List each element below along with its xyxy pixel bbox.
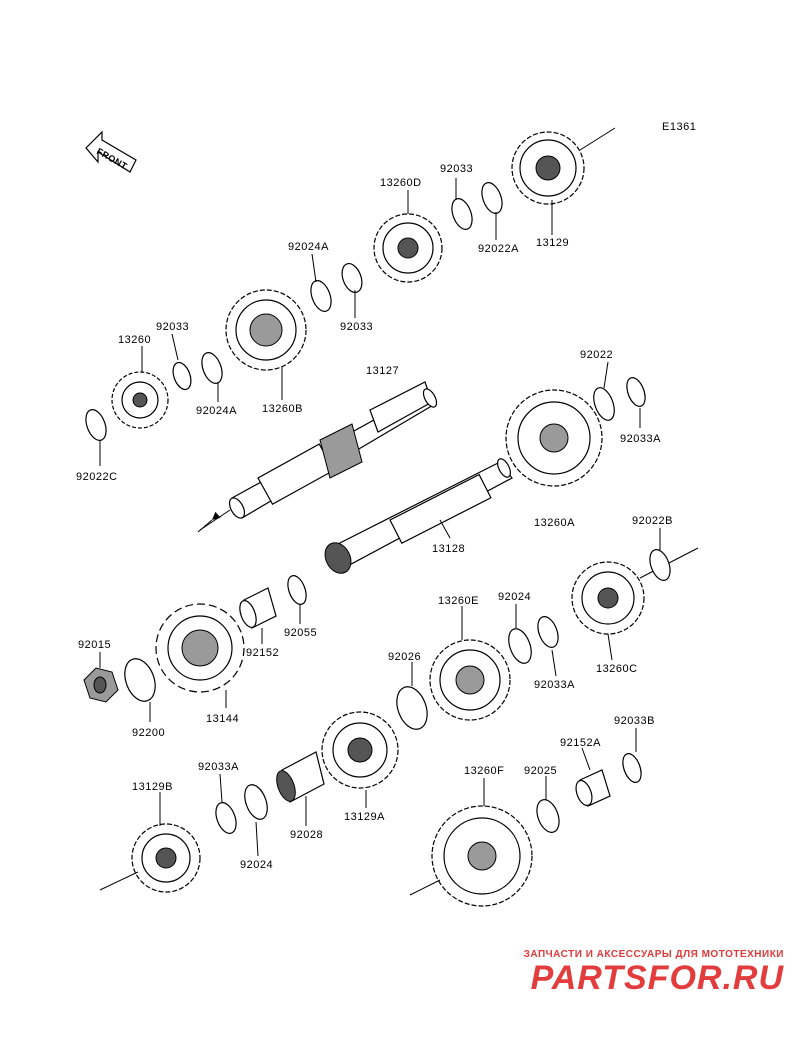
label-92033-mid: 92033 (340, 321, 373, 333)
label-13260A: 13260A (534, 517, 575, 529)
gear-13144-sprocket (155, 603, 245, 693)
label-92033-top: 92033 (440, 163, 473, 175)
label-13260E: 13260E (438, 595, 479, 607)
label-13129: 13129 (536, 237, 569, 249)
label-13127: 13127 (366, 365, 399, 377)
watermark-tagline: ЗАПЧАСТИ И АКСЕССУАРЫ ДЛЯ МОТОТЕХНИКИ (523, 949, 784, 960)
diagram-id-label: E1361 (662, 121, 696, 133)
label-92026: 92026 (388, 651, 421, 663)
label-92033-left: 92033 (156, 321, 189, 333)
label-92024: 92024 (498, 591, 531, 603)
gear-13129B (99, 823, 201, 893)
label-13260D: 13260D (380, 177, 422, 189)
shaft-13128 (324, 449, 546, 574)
label-92024A-bottom: 92024A (196, 405, 237, 417)
label-92152A: 92152A (560, 737, 601, 749)
bushings (83, 587, 611, 807)
gear-13260C (571, 547, 699, 635)
label-92033A-right: 92033A (620, 433, 661, 445)
label-92022: 92022 (580, 349, 613, 361)
label-92025: 92025 (524, 765, 557, 777)
label-13260C: 13260C (596, 663, 638, 675)
label-13260B: 13260B (262, 403, 303, 415)
label-92022C: 92022C (76, 471, 118, 483)
label-92024-lower: 92024 (240, 859, 273, 871)
label-92055: 92055 (284, 627, 317, 639)
shaft-13127 (197, 381, 438, 533)
gear-13260E (429, 639, 511, 721)
label-92015: 92015 (78, 639, 111, 651)
gear-13129A (321, 711, 399, 789)
front-arrow-icon: FRONT (85, 130, 137, 173)
gear-13260 (111, 371, 169, 429)
label-13260: 13260 (118, 334, 151, 346)
gear-13260B (225, 289, 307, 371)
label-13128: 13128 (432, 543, 465, 555)
gear-13260D (373, 213, 443, 283)
gear-13260F (409, 805, 533, 907)
label-13129A: 13129A (344, 811, 385, 823)
label-92152: 92152 (246, 647, 279, 659)
label-92033B: 92033B (614, 715, 655, 727)
leader-lines (99, 178, 661, 857)
label-92022A: 92022A (478, 243, 519, 255)
part-labels: 13129 92022A 92033 13260D 92033 92024A 1… (76, 163, 673, 871)
watermark: ЗАПЧАСТИ И АКСЕССУАРЫ ДЛЯ МОТОТЕХНИКИ PA… (464, 949, 784, 996)
label-92033A-lower: 92033A (198, 761, 239, 773)
label-13144: 13144 (206, 713, 239, 725)
label-92024A-top: 92024A (288, 241, 329, 253)
label-92200: 92200 (132, 727, 165, 739)
label-13260F: 13260F (464, 765, 504, 777)
washers (85, 182, 671, 834)
label-92028: 92028 (290, 829, 323, 841)
label-13129B: 13129B (132, 781, 173, 793)
gear-13129 (511, 127, 616, 205)
gear-13260A (505, 389, 603, 487)
watermark-logo: PARTSFOR.RU (530, 959, 784, 997)
label-92022B: 92022B (632, 515, 673, 527)
label-92033A-mid: 92033A (534, 679, 575, 691)
